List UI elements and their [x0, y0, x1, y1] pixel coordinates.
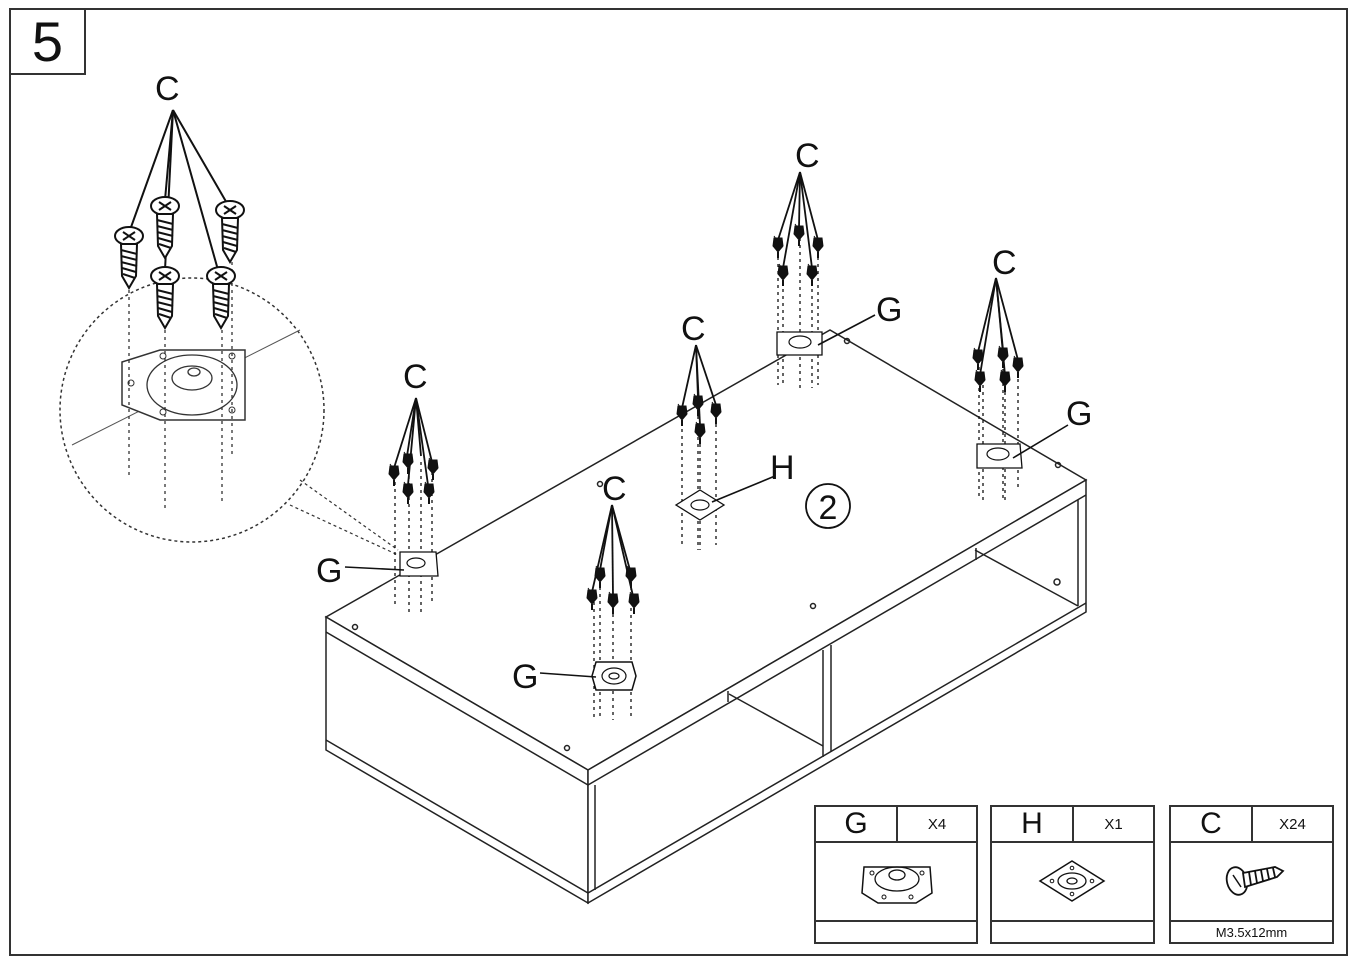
detail-zoom	[59, 262, 399, 556]
label-g-left: G	[316, 552, 342, 590]
part-quantity: X1	[1104, 815, 1123, 833]
panel-number-circle	[805, 483, 851, 529]
label-c-left: C	[403, 358, 428, 396]
label-c-back: C	[795, 137, 820, 175]
part-spec	[816, 920, 976, 942]
part-letter: H	[992, 807, 1074, 841]
detail-screws	[114, 109, 245, 329]
part-box-h: H X1	[990, 805, 1155, 944]
part-spec: M3.5x12mm	[1171, 920, 1332, 942]
part-box-g: G X4	[814, 805, 978, 944]
part-header: C X24	[1171, 807, 1332, 843]
step-number-text: 5	[31, 9, 64, 73]
part-quantity: X4	[927, 815, 947, 833]
part-quantity: X24	[1279, 815, 1306, 833]
label-c-middle: C	[681, 310, 706, 348]
label-c-right: C	[992, 244, 1017, 282]
screw-icon	[1171, 843, 1332, 920]
part-header: G X4	[816, 807, 976, 843]
table-body	[324, 329, 1088, 905]
diagram-frame	[9, 8, 1348, 956]
step-number: 5	[9, 8, 86, 75]
label-h-middle: H	[770, 449, 795, 487]
label-c-detail: C	[155, 70, 180, 108]
label-g-back: G	[876, 291, 902, 329]
label-c-front: C	[602, 470, 627, 508]
panel-number: 2	[819, 489, 838, 527]
label-g-front: G	[512, 658, 538, 696]
mounting-plate-icon	[816, 843, 976, 920]
part-box-c: C X24 M3.5x12mm	[1169, 805, 1334, 944]
mount-groups	[344, 171, 1069, 720]
part-spec	[992, 920, 1153, 942]
part-letter: C	[1171, 807, 1253, 841]
center-plate-icon	[992, 843, 1153, 920]
part-header: H X1	[992, 807, 1153, 843]
label-g-right: G	[1066, 395, 1092, 433]
part-letter: G	[816, 807, 898, 841]
